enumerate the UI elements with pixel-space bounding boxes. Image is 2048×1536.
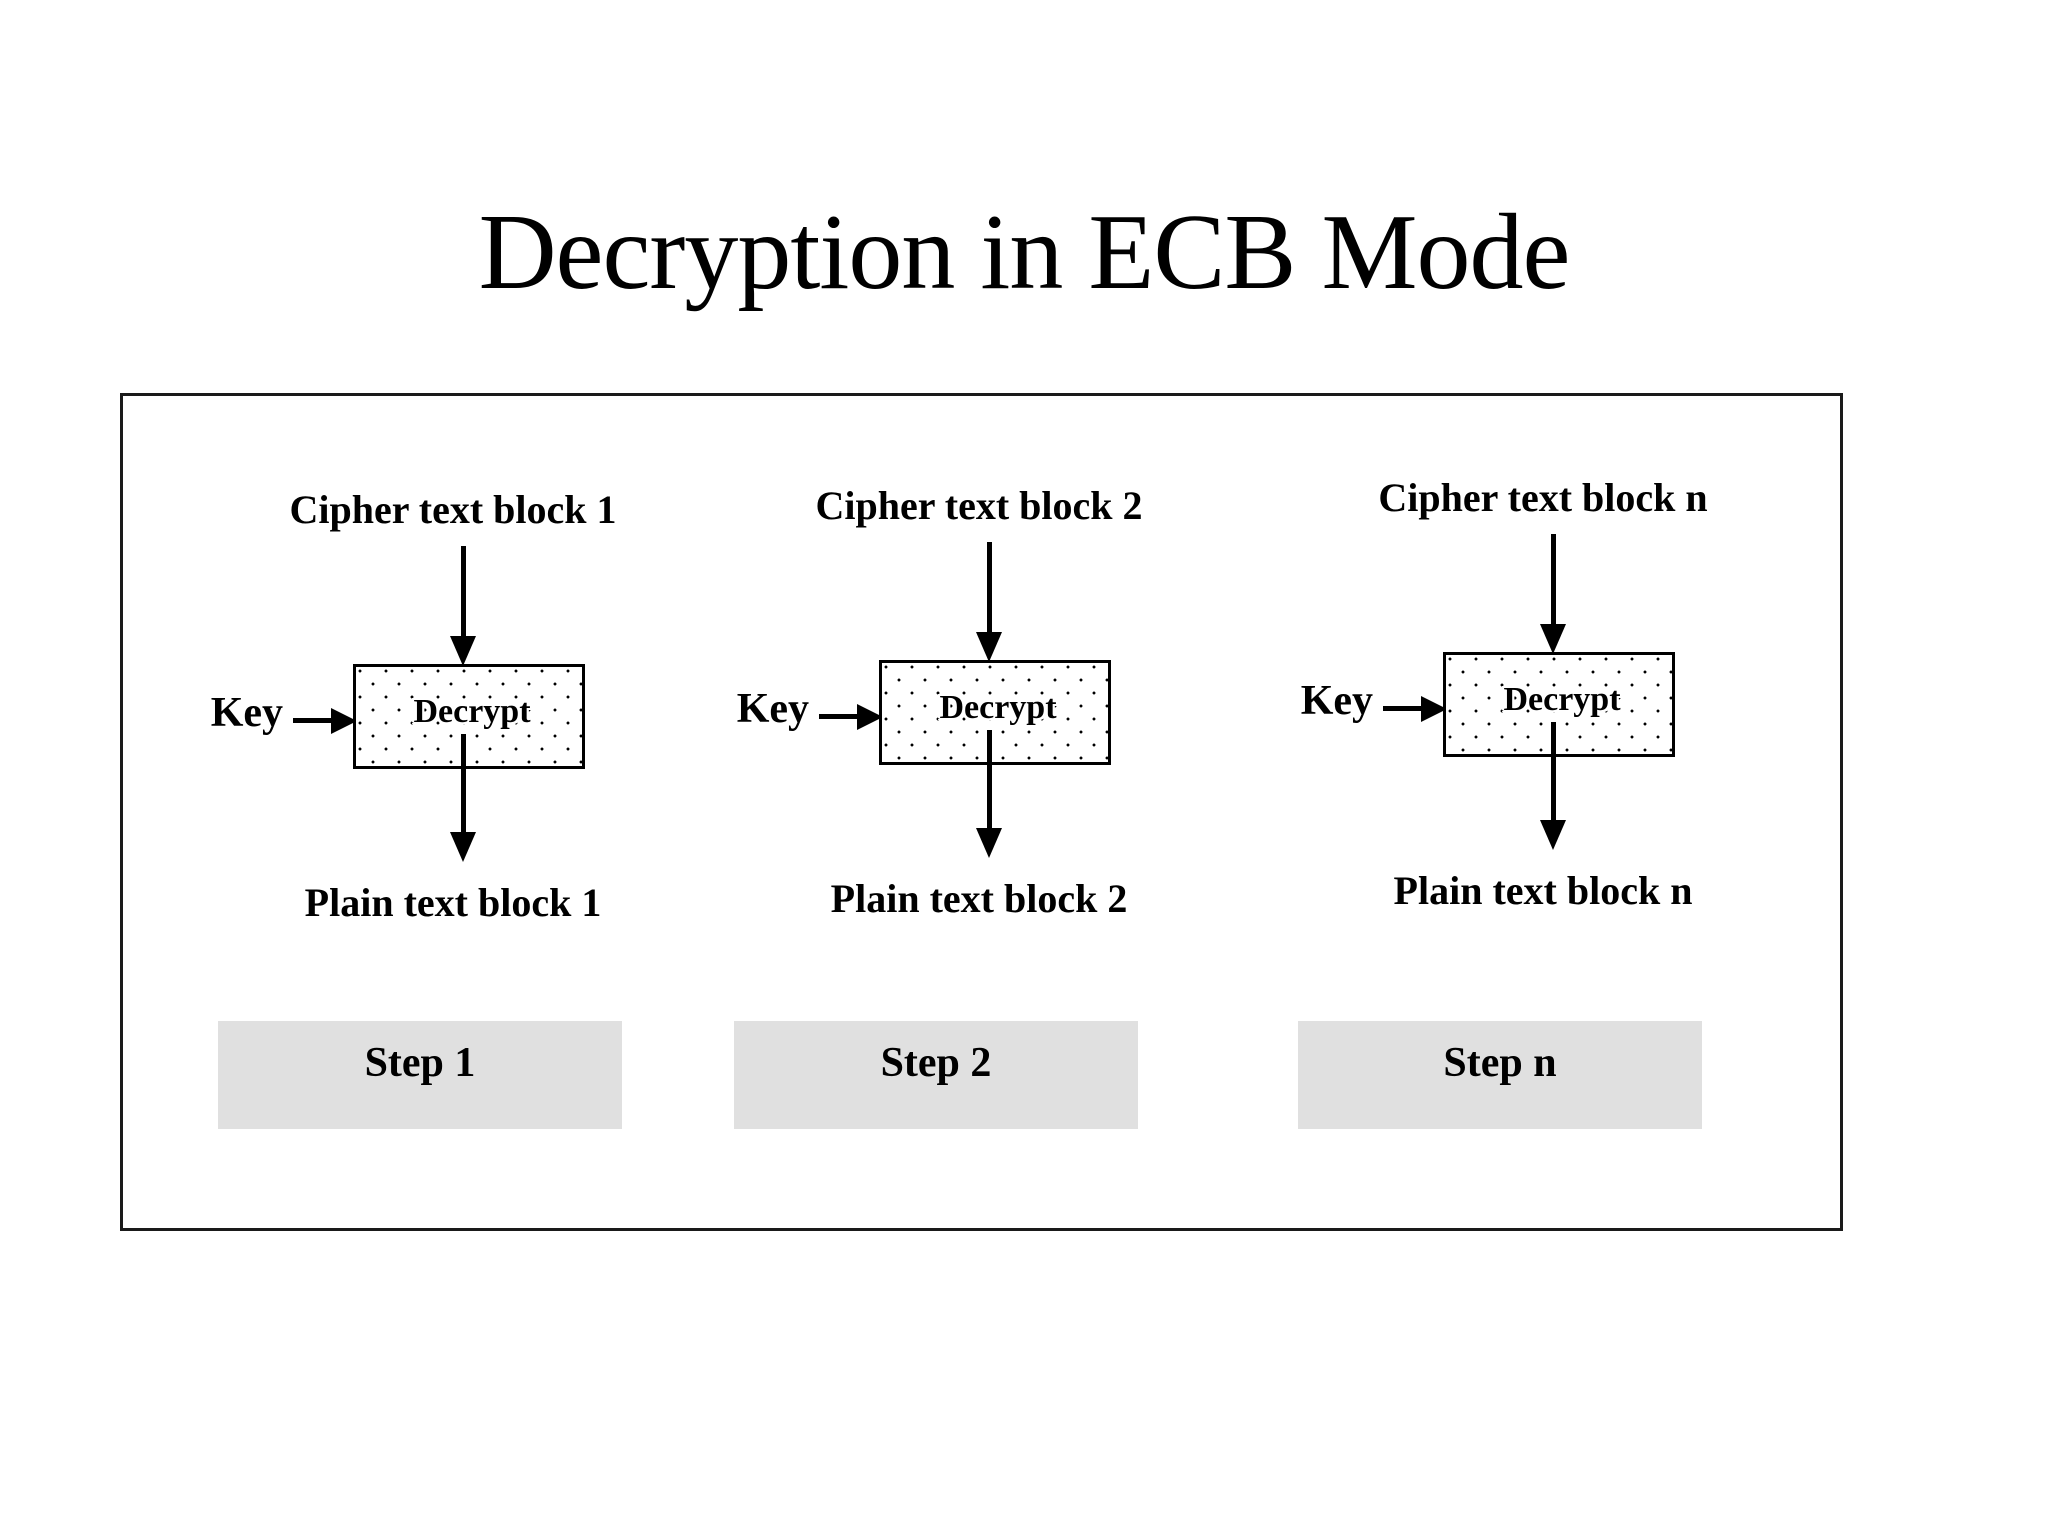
arrow-shaft — [987, 730, 992, 830]
arrow-head-icon — [976, 828, 1002, 858]
decrypt-to-plain-arrow-1 — [443, 734, 483, 864]
arrow-shaft — [293, 718, 335, 723]
diagram-frame: Cipher text block 1 Key Decrypt Plain te… — [120, 393, 1843, 1231]
step-label-2: Step 2 — [880, 1040, 992, 1086]
cipher-to-decrypt-arrow-2 — [969, 542, 1009, 662]
cipher-text-label-n: Cipher text block n — [1378, 475, 1708, 520]
step-label-1: Step 1 — [364, 1040, 476, 1086]
key-to-decrypt-arrow-2 — [819, 704, 883, 730]
arrow-head-icon — [976, 632, 1002, 662]
step-group-1: Cipher text block 1 Key Decrypt Plain te… — [173, 396, 733, 1234]
decrypt-label-1: Decrypt — [413, 693, 531, 730]
arrow-shaft — [987, 542, 992, 634]
arrow-head-icon — [1421, 696, 1447, 722]
decrypt-to-plain-arrow-2 — [969, 730, 1009, 860]
arrow-shaft — [1383, 706, 1425, 711]
cipher-to-decrypt-arrow-n — [1533, 534, 1573, 654]
key-label-2: Key — [736, 686, 809, 732]
key-to-decrypt-arrow-n — [1383, 696, 1447, 722]
arrow-head-icon — [331, 708, 357, 734]
plain-text-label-n: Plain text block n — [1393, 868, 1693, 913]
step-group-2: Cipher text block 2 Key Decrypt Plain te… — [699, 396, 1259, 1234]
arrow-shaft — [1551, 722, 1556, 822]
decrypt-to-plain-arrow-n — [1533, 722, 1573, 852]
decrypt-box-2: Decrypt — [879, 660, 1111, 765]
decrypt-label-n: Decrypt — [1503, 681, 1621, 718]
arrow-shaft — [819, 714, 861, 719]
key-label-1: Key — [210, 690, 283, 736]
arrow-head-icon — [450, 832, 476, 862]
cipher-text-label-2: Cipher text block 2 — [815, 483, 1143, 528]
key-label-n: Key — [1300, 678, 1373, 724]
step-box-1: Step 1 — [218, 1021, 622, 1129]
step-group-n: Cipher text block n Key Decrypt Plain te… — [1263, 396, 1823, 1234]
arrow-head-icon — [1540, 624, 1566, 654]
arrow-shaft — [1551, 534, 1556, 626]
arrow-shaft — [461, 734, 466, 834]
step-box-2: Step 2 — [734, 1021, 1138, 1129]
plain-text-label-2: Plain text block 2 — [830, 876, 1128, 921]
decrypt-box-n: Decrypt — [1443, 652, 1675, 757]
key-to-decrypt-arrow-1 — [293, 708, 357, 734]
cipher-to-decrypt-arrow-1 — [443, 546, 483, 666]
cipher-text-label-1: Cipher text block 1 — [289, 487, 617, 532]
arrow-head-icon — [1540, 820, 1566, 850]
decrypt-label-2: Decrypt — [939, 689, 1057, 726]
arrow-shaft — [461, 546, 466, 638]
page-title: Decryption in ECB Mode — [478, 193, 1571, 312]
step-box-n: Step n — [1298, 1021, 1702, 1129]
plain-text-label-1: Plain text block 1 — [304, 880, 602, 925]
decrypt-box-1: Decrypt — [353, 664, 585, 769]
step-label-n: Step n — [1443, 1040, 1557, 1086]
arrow-head-icon — [450, 636, 476, 666]
arrow-head-icon — [857, 704, 883, 730]
